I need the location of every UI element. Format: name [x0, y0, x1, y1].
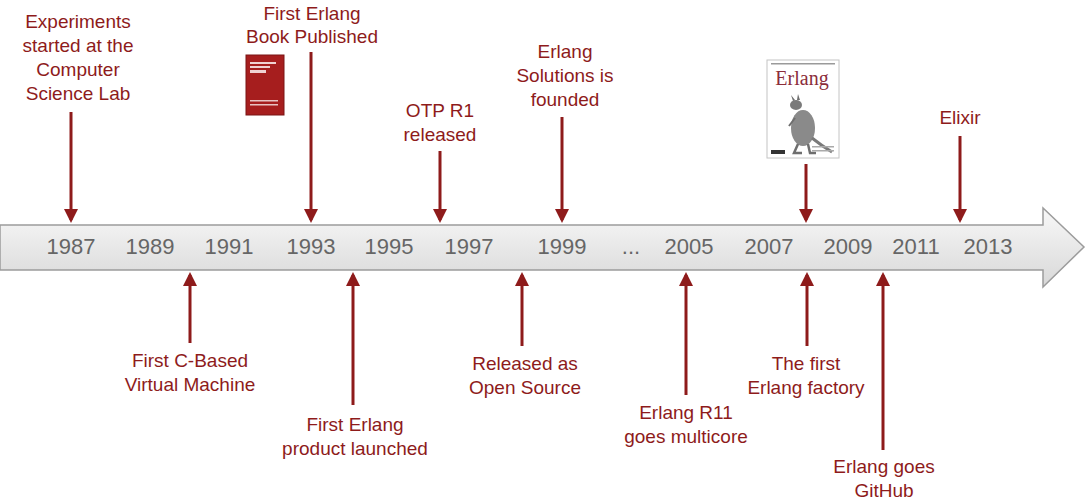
publisher-logo — [771, 150, 785, 154]
year-label: 2005 — [665, 234, 714, 260]
cover-line — [250, 100, 278, 102]
event-label: The first Erlang factory — [745, 352, 867, 400]
animal-ears — [791, 94, 800, 101]
leader-arrow — [439, 151, 442, 220]
year-label: 1999 — [538, 234, 587, 260]
timeline-band: 1987 1989 1991 1993 1995 1997 1999... 2005 2007 2… — [0, 206, 1086, 289]
year-label: 1995 — [365, 234, 414, 260]
year-label: 1993 — [287, 234, 336, 260]
animal-tail — [812, 138, 832, 152]
leader-arrow — [806, 275, 809, 346]
cover-line — [812, 146, 834, 148]
year-label: 1989 — [126, 234, 175, 260]
cover-line — [250, 104, 278, 106]
year-label: 2011 — [892, 234, 939, 260]
event-label: Erlang Solutions is founded — [510, 40, 620, 112]
leader-arrow — [310, 52, 313, 220]
year-label: 1997 — [445, 234, 494, 260]
leader-arrow — [70, 112, 73, 220]
year-label: 1987 — [47, 234, 96, 260]
leader-arrow — [521, 275, 524, 346]
event-label: First Erlang product launched — [278, 413, 433, 461]
leader-arrow — [685, 275, 688, 395]
cover-title: Erlang — [775, 67, 828, 89]
cover-line — [250, 62, 276, 64]
event-label: First C-Based Virtual Machine — [120, 349, 260, 397]
cover-line — [250, 66, 270, 68]
leader-arrow — [561, 117, 564, 220]
animal-body — [791, 110, 815, 146]
book-cover-face — [246, 55, 284, 115]
event-label: Erlang goes GitHub — [824, 455, 944, 503]
event-label: Experiments started at the Computer Scie… — [11, 10, 146, 106]
cover-line — [771, 63, 835, 65]
event-label: Erlang R11 goes multicore — [620, 401, 752, 449]
event-label: First Erlang Book Published — [243, 2, 381, 48]
event-label: Elixir — [939, 106, 980, 130]
animal-legs — [794, 144, 816, 153]
animal-arm — [789, 118, 795, 126]
leader-arrow — [882, 275, 885, 450]
year-label: 2009 — [824, 234, 873, 260]
band-outline — [0, 208, 1084, 287]
leader-arrow — [805, 164, 808, 220]
event-label: Released as Open Source — [463, 352, 588, 400]
year-label: 2007 — [745, 234, 794, 260]
book-cover-face — [767, 60, 839, 158]
year-label: 1991 — [205, 234, 254, 260]
leader-arrow — [189, 275, 192, 343]
event-label: OTP R1 released — [395, 99, 485, 147]
cover-line — [250, 70, 266, 73]
animal-head — [790, 100, 802, 110]
year-label: 2013 — [964, 234, 1013, 260]
leader-arrow — [352, 275, 355, 405]
cover-line — [812, 150, 834, 152]
leader-arrow — [959, 136, 962, 220]
year-label: ... — [622, 234, 640, 260]
book-cover — [767, 60, 839, 158]
book-cover — [246, 55, 284, 115]
